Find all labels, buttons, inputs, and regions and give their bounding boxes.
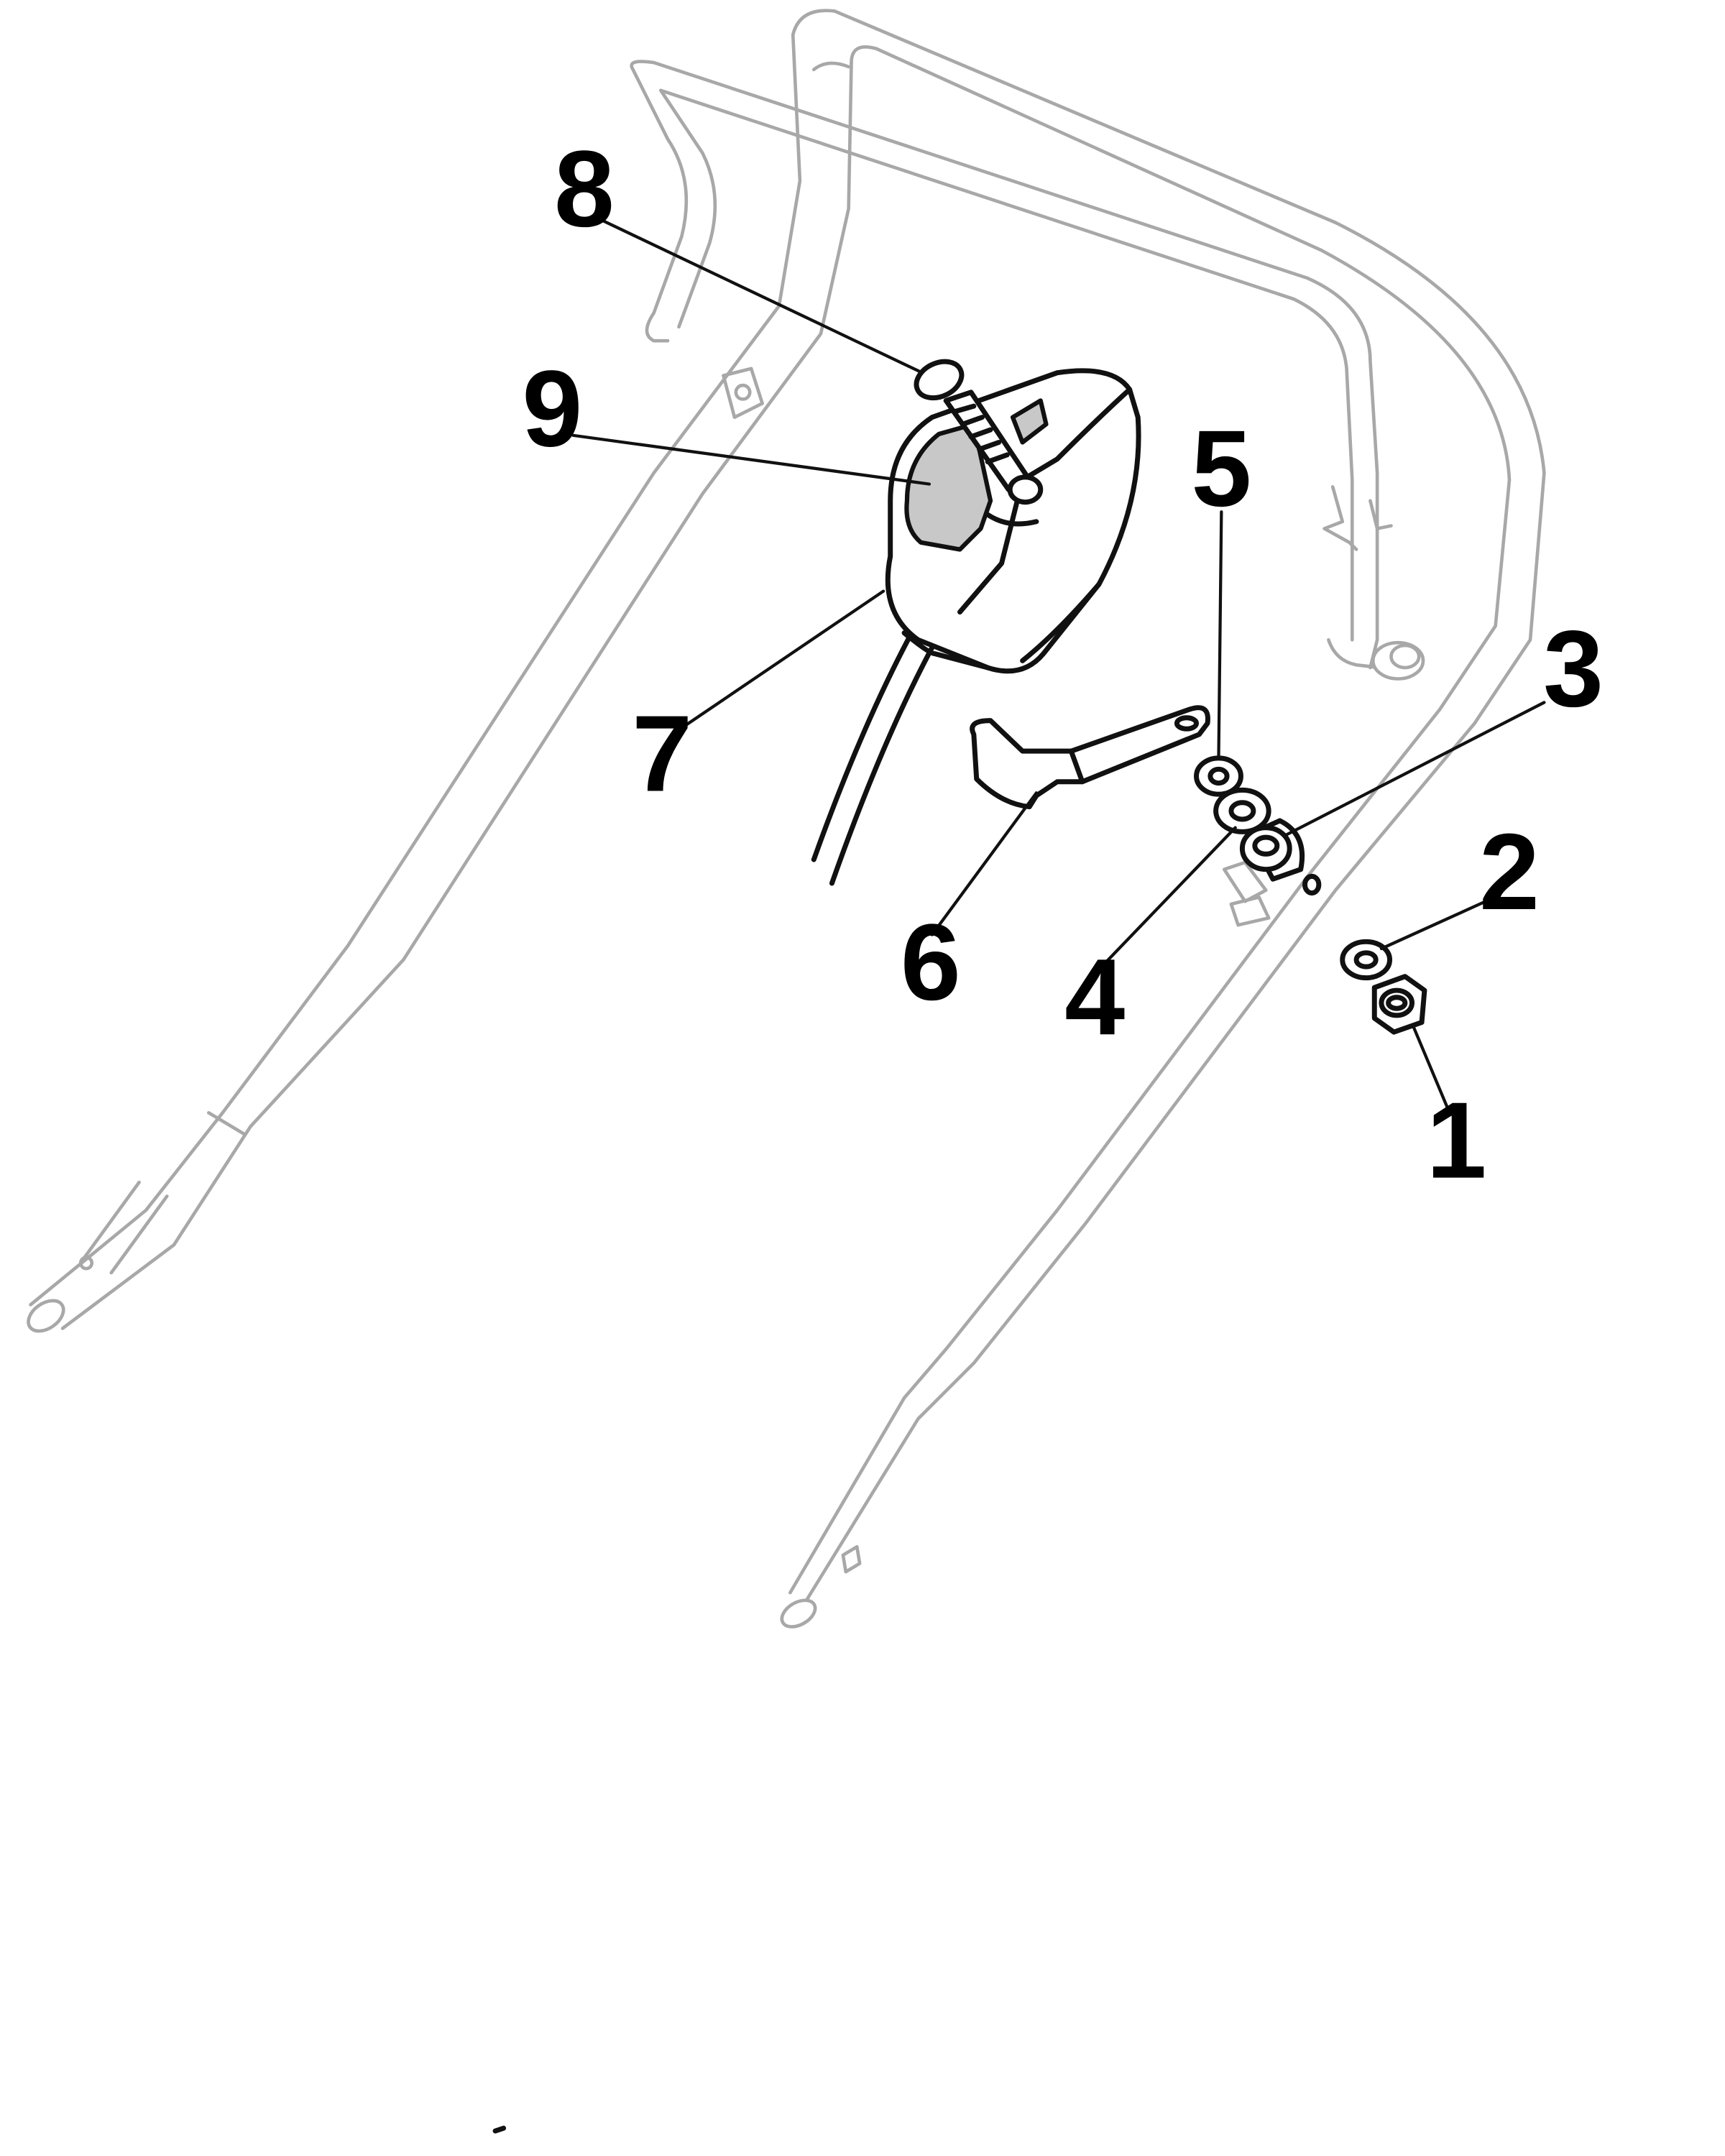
nut-1 <box>1371 974 1427 1035</box>
decal-label <box>904 398 1049 552</box>
stray-mark <box>492 2125 507 2134</box>
control-lever <box>970 705 1210 810</box>
callout-2: 2 <box>1479 811 1540 932</box>
callout-numbers: 8 9 5 3 7 2 6 4 1 <box>522 128 1604 1201</box>
handle-knob-mount <box>722 367 764 419</box>
leader-3 <box>1285 701 1546 837</box>
leader-5 <box>1217 510 1223 760</box>
leader-lines <box>571 218 1546 1115</box>
washer-5 <box>1194 755 1243 797</box>
leader-1 <box>1412 1025 1451 1115</box>
callout-7: 7 <box>632 693 692 814</box>
leader-6 <box>930 791 1039 936</box>
lower-handle-frame <box>27 9 1546 1628</box>
upper-handle-bar <box>630 60 1425 681</box>
screw <box>914 359 1044 527</box>
frame-bracket <box>1222 860 1271 927</box>
leader-9 <box>571 433 932 486</box>
leader-4 <box>1093 826 1237 975</box>
callout-4: 4 <box>1064 936 1125 1057</box>
callout-9: 9 <box>522 348 582 469</box>
spring-washer-2 <box>1340 939 1393 981</box>
spacer-bush-3 <box>1239 818 1322 896</box>
callout-3: 3 <box>1543 607 1604 729</box>
leader-7 <box>683 589 886 728</box>
callout-8: 8 <box>554 128 615 249</box>
callout-1: 1 <box>1426 1079 1486 1201</box>
control-cable <box>811 623 939 886</box>
leader-2 <box>1379 900 1488 951</box>
leader-8 <box>599 218 924 374</box>
callout-6: 6 <box>901 901 961 1023</box>
callout-5: 5 <box>1191 407 1251 529</box>
washer-4 <box>1213 787 1271 834</box>
